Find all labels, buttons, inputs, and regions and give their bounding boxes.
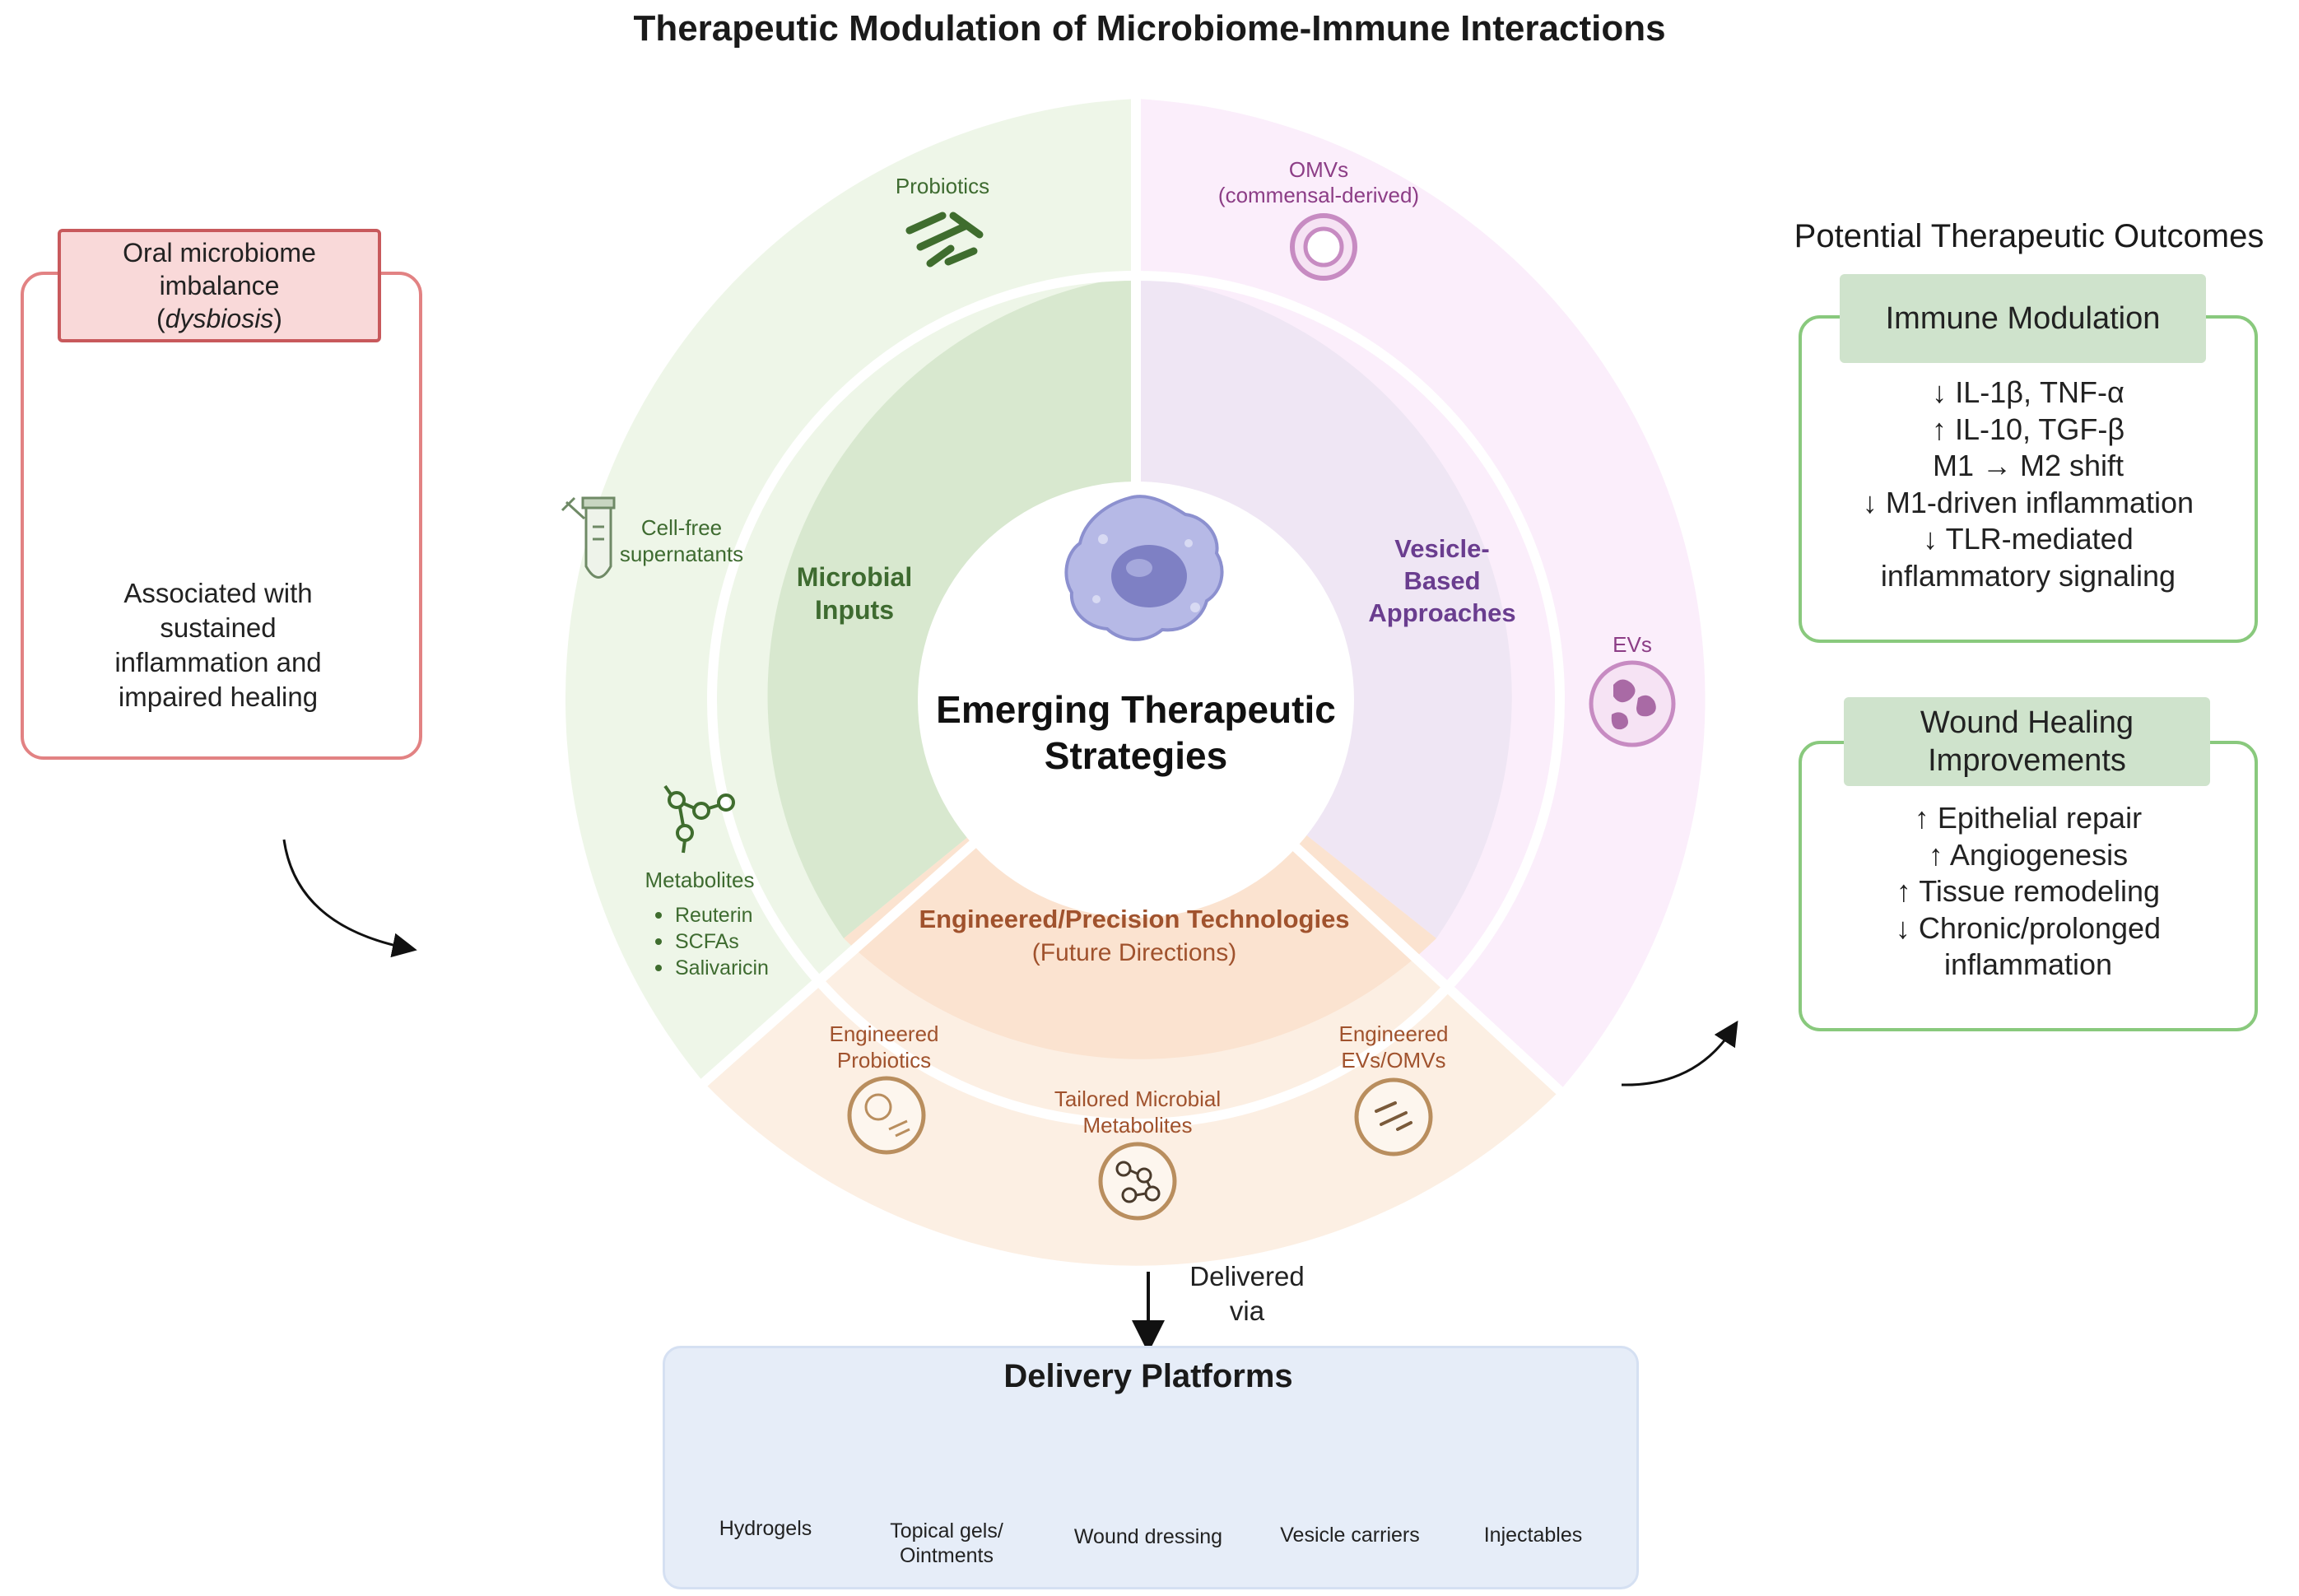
dysbiosis-header: Oral microbiome imbalance (dysbiosis) [58, 229, 381, 342]
bullet-dots [655, 912, 662, 971]
engineered-title: Engineered/Precision Technologies [919, 905, 1349, 933]
engineered-probiotics-label-line1: Engineered [830, 1021, 939, 1046]
wound-healing-panel [1799, 741, 2258, 1031]
omv-ring-icon [1290, 213, 1357, 281]
wound-healing-header: Wound Healing Improvements [1844, 697, 2210, 786]
wound-outcome-item: ↓ Chronic/prolonged [1895, 910, 2162, 945]
immune-modulation-panel [1799, 315, 2258, 643]
wound-outcome-item: ↑ Epithelial repair [1914, 801, 2143, 835]
immune-header-text: Immune Modulation [1885, 300, 2161, 336]
wound-outcome-item: inflammation [1943, 947, 2113, 981]
dysbiosis-desc-line: inflammation and [114, 647, 322, 677]
engineered-subtitle: (Future Directions) [1032, 939, 1236, 966]
tailored-label-line2: Metabolites [1083, 1113, 1193, 1138]
delivery-platforms-panel [663, 1346, 1639, 1589]
center-title-line1: Emerging Therapeutic [936, 688, 1336, 731]
wound-outcome-item: ↑ Tissue remodeling [1896, 874, 2161, 908]
probiotics-label: Probiotics [896, 174, 989, 198]
metabolite-item-scfas: SCFAs [675, 930, 739, 953]
dysbiosis-header-line2: imbalance [159, 271, 280, 300]
delivery-platforms-title: Delivery Platforms [1003, 1358, 1293, 1394]
metabolite-item-salivaricin: Salivaricin [675, 956, 769, 979]
tailored-metabolites-icon [1098, 1142, 1177, 1221]
arrow-dysbiosis-to-wheel [282, 839, 417, 958]
immune-modulation-header: Immune Modulation [1840, 274, 2206, 363]
omvs-label-line1: OMVs [1289, 157, 1348, 182]
center-circle [918, 482, 1354, 918]
immune-outcome-item: ↑ IL-10, TGF-β [1931, 412, 2125, 446]
metabolite-item-reuterin: Reuterin [675, 904, 753, 927]
platform-label-line: Topical gels/ [890, 1519, 1003, 1542]
platform-label-line: Wound dressing [1073, 1525, 1223, 1548]
delivered-line2: via [1229, 1296, 1265, 1326]
platform-label-line: Hydrogels [719, 1517, 812, 1540]
wound-header-line1: Wound Healing [1920, 705, 2134, 740]
delivered-line1: Delivered [1189, 1261, 1305, 1291]
immune-outcome-item: ↓ IL-1β, TNF-α [1932, 375, 2124, 409]
engineered-probiotics-icon [847, 1076, 926, 1155]
vesicle-label-line3: Approaches [1368, 598, 1515, 627]
dysbiosis-term: dysbiosis [165, 304, 274, 333]
engineered-probiotics-label-line2: Probiotics [837, 1048, 931, 1073]
dysbiosis-header-line3: (dysbiosis) [156, 302, 282, 335]
delivered-via-label: Delivered via [1156, 1259, 1338, 1328]
platform-label-injectables: Injectables [1457, 1523, 1609, 1547]
center-title-line2: Strategies [1045, 734, 1227, 777]
platform-label-line: Ointments [900, 1544, 994, 1567]
cellfree-label-line1: Cell-free [641, 515, 722, 540]
paren-open: ( [156, 304, 165, 333]
probiotics-icon [905, 212, 984, 268]
immune-outcome-item: ↓ TLR-mediated [1923, 522, 2134, 556]
microbial-inputs-label-line2: Inputs [815, 595, 894, 625]
vesicle-label-line2: Based [1403, 566, 1480, 595]
vesicle-label-line1: Vesicle- [1394, 534, 1489, 563]
dysbiosis-desc-line: sustained [160, 612, 277, 643]
platform-label-line: Injectables [1483, 1524, 1583, 1547]
cellfree-label-line2: supernatants [620, 542, 743, 566]
immune-outcome-list: ↓ IL-1β, TNF-α ↑ IL-10, TGF-β M1 → M2 sh… [1799, 375, 2258, 594]
wound-outcome-list: ↑ Epithelial repair ↑ Angiogenesis ↑ Tis… [1799, 800, 2258, 984]
test-tube-icon [561, 496, 616, 579]
metabolite-molecule-icon [663, 784, 735, 854]
platform-label-hydrogels: Hydrogels [700, 1516, 831, 1541]
evs-label: EVs [1613, 632, 1652, 657]
dysbiosis-description: Associated with sustained inflammation a… [49, 576, 387, 714]
outcomes-title: Potential Therapeutic Outcomes [1794, 218, 2264, 254]
wound-outcome-item: ↑ Angiogenesis [1928, 837, 2129, 872]
macrophage-icon [1064, 495, 1224, 641]
platform-label-vesicle-carriers: Vesicle carriers [1264, 1523, 1436, 1547]
platform-label-line: Vesicle carriers [1280, 1524, 1420, 1547]
metabolites-label: Metabolites [645, 868, 755, 892]
dysbiosis-desc-line: Associated with [123, 578, 313, 608]
dysbiosis-desc-line: impaired healing [118, 682, 319, 712]
tailored-label-line1: Tailored Microbial [1054, 1086, 1221, 1111]
figure-title: Therapeutic Modulation of Microbiome-Imm… [633, 8, 1666, 49]
engineered-evs-label-line2: EVs/OMVs [1341, 1048, 1445, 1073]
wound-header-line2: Improvements [1928, 743, 2126, 778]
paren-close: ) [273, 304, 282, 333]
engineered-evs-label-line1: Engineered [1339, 1021, 1449, 1046]
engineered-evs-icon [1354, 1077, 1433, 1156]
platform-label-topical: Topical gels/ Ointments [864, 1519, 1029, 1568]
omvs-label-line2: (commensal-derived) [1218, 183, 1419, 207]
arrow-wheel-to-outcomes [1621, 1020, 1738, 1086]
immune-outcome-item: ↓ M1-driven inflammation [1862, 485, 2194, 519]
immune-outcome-item: inflammatory signaling [1880, 558, 2176, 593]
dysbiosis-header-line1: Oral microbiome [123, 238, 316, 268]
platform-label-wound-dressing: Wound dressing [1062, 1524, 1235, 1549]
immune-outcome-item: M1 → M2 shift [1932, 449, 2124, 482]
ev-vesicle-icon [1589, 660, 1676, 747]
microbial-inputs-label-line1: Microbial [797, 562, 912, 592]
